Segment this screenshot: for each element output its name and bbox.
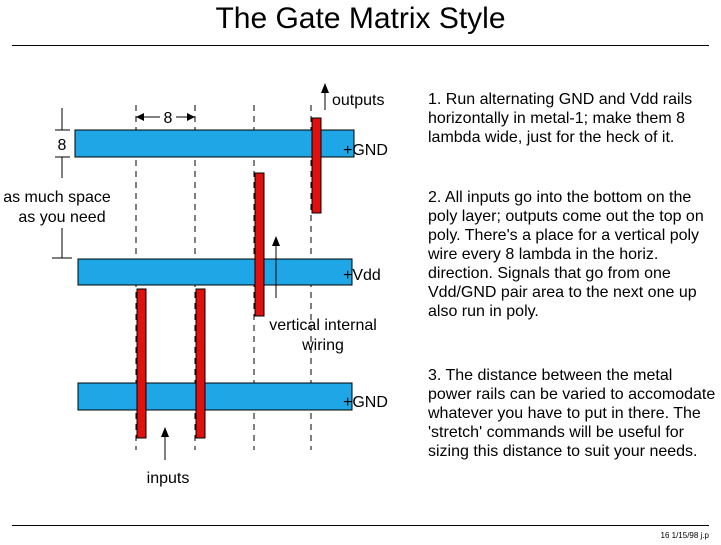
spacing-label-line2: as you need bbox=[18, 209, 105, 226]
note-2: 2. All inputs go into the bottom on the … bbox=[428, 189, 704, 320]
internal-wiring-arrow: vertical internal wiring bbox=[269, 236, 377, 354]
note-1: 1. Run alternating GND and Vdd rails hor… bbox=[428, 91, 693, 146]
metal-rail-vdd bbox=[77, 258, 353, 286]
inputs-label: inputs bbox=[147, 470, 190, 487]
metal-rail-gnd-top bbox=[74, 129, 355, 158]
note-3: 3. The distance between the metal power … bbox=[428, 367, 716, 460]
arrow-up-icon bbox=[272, 236, 280, 246]
rail-width-label: 8 bbox=[58, 137, 67, 154]
poly-wire-internal bbox=[254, 172, 265, 317]
arrow-up-icon bbox=[321, 83, 329, 93]
inputs-arrow: inputs bbox=[147, 427, 190, 487]
bottom-divider bbox=[12, 525, 709, 526]
poly-wire-input-2 bbox=[195, 288, 206, 439]
spacing-label-line1: as much space bbox=[3, 189, 111, 206]
slide-title: The Gate Matrix Style bbox=[215, 2, 506, 35]
rail-label-gnd-top: +GND bbox=[343, 142, 388, 159]
pitch-label: 8 bbox=[164, 110, 173, 127]
rail-width-dimension: 8 bbox=[55, 108, 70, 178]
poly-wire-output bbox=[311, 117, 322, 214]
metal-rail-gnd-bottom bbox=[77, 382, 353, 411]
slide-footer: 16 1/15/98 j.p bbox=[660, 531, 709, 540]
outputs-arrow: outputs bbox=[321, 83, 384, 110]
internal-wiring-label-line1: vertical internal bbox=[269, 317, 377, 334]
outputs-label: outputs bbox=[332, 92, 384, 109]
arrow-up-icon bbox=[161, 427, 169, 437]
spacing-dimension: as much space as you need bbox=[3, 189, 111, 259]
top-divider bbox=[12, 45, 709, 46]
pitch-dimension: 8 bbox=[136, 110, 195, 127]
arrowhead-left-icon bbox=[136, 113, 144, 121]
rail-label-vdd: +Vdd bbox=[343, 267, 381, 284]
arrowhead-right-icon bbox=[187, 113, 195, 121]
rail-label-gnd-bottom: +GND bbox=[343, 394, 388, 411]
poly-wire-input-1 bbox=[136, 288, 147, 439]
internal-wiring-label-line2: wiring bbox=[301, 337, 344, 354]
